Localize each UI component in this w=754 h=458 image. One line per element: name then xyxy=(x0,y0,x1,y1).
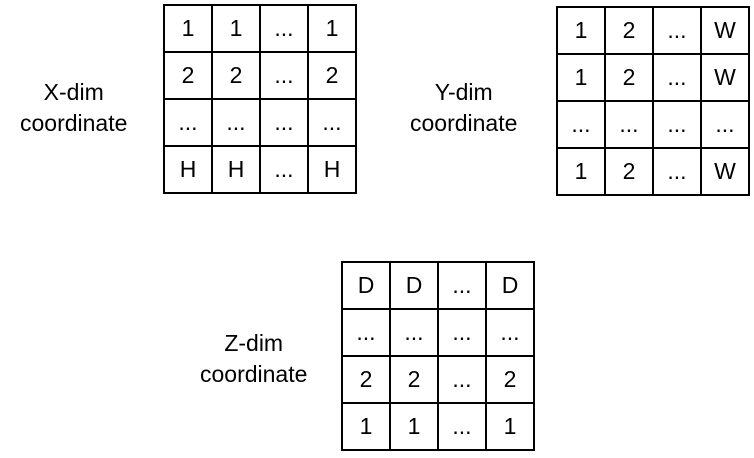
grid-cell: 2 xyxy=(606,8,654,55)
grid-cell: ... xyxy=(606,102,654,149)
grid-cell: ... xyxy=(654,102,702,149)
z-dim-label: Z-dim coordinate xyxy=(200,328,307,390)
grid-cell: W xyxy=(702,8,750,55)
grid-cell: D xyxy=(391,263,439,310)
grid-cell: D xyxy=(487,263,535,310)
grid-cell: 2 xyxy=(343,357,391,404)
grid-cell: ... xyxy=(439,310,487,357)
grid-cell: 2 xyxy=(606,149,654,196)
grid-cell: ... xyxy=(261,6,309,53)
grid-cell: 1 xyxy=(558,149,606,196)
grid-cell: 1 xyxy=(343,404,391,451)
grid-cell: ... xyxy=(343,310,391,357)
grid-cell: W xyxy=(702,55,750,102)
x-dim-label-line1: X-dim xyxy=(43,79,104,105)
grid-cell: 1 xyxy=(309,6,357,53)
grid-cell: ... xyxy=(261,53,309,100)
grid-cell: ... xyxy=(702,102,750,149)
z-dim-label-line2: coordinate xyxy=(200,361,308,387)
grid-cell: ... xyxy=(213,100,261,147)
grid-cell: ... xyxy=(439,263,487,310)
y-dim-label-line1: Y-dim xyxy=(434,79,493,105)
x-dim-label: X-dim coordinate xyxy=(20,77,127,139)
grid-cell: H xyxy=(309,147,357,194)
grid-cell: ... xyxy=(261,147,309,194)
grid-cell: 2 xyxy=(487,357,535,404)
grid-cell: 1 xyxy=(213,6,261,53)
grid-cell: 2 xyxy=(606,55,654,102)
grid-cell: ... xyxy=(654,55,702,102)
grid-cell: 1 xyxy=(165,6,213,53)
grid-cell: D xyxy=(343,263,391,310)
grid-cell: ... xyxy=(261,100,309,147)
grid-cell: W xyxy=(702,149,750,196)
grid-cell: ... xyxy=(439,357,487,404)
z-coordinate-grid: D D ... D ... ... ... ... 2 2 ... 2 1 1 … xyxy=(341,261,535,451)
grid-cell: 2 xyxy=(165,53,213,100)
grid-cell: H xyxy=(165,147,213,194)
grid-cell: ... xyxy=(654,149,702,196)
grid-cell: 1 xyxy=(558,8,606,55)
grid-cell: ... xyxy=(165,100,213,147)
z-dim-label-line1: Z-dim xyxy=(224,330,284,356)
grid-cell: ... xyxy=(309,100,357,147)
y-dim-label-line2: coordinate xyxy=(410,110,518,136)
grid-cell: 1 xyxy=(558,55,606,102)
grid-cell: ... xyxy=(391,310,439,357)
grid-cell: H xyxy=(213,147,261,194)
grid-cell: ... xyxy=(487,310,535,357)
grid-cell: 2 xyxy=(309,53,357,100)
grid-cell: ... xyxy=(558,102,606,149)
grid-cell: 1 xyxy=(391,404,439,451)
grid-cell: 2 xyxy=(391,357,439,404)
grid-cell: ... xyxy=(654,8,702,55)
x-coordinate-grid: 1 1 ... 1 2 2 ... 2 ... ... ... ... H H … xyxy=(163,4,357,194)
grid-cell: ... xyxy=(439,404,487,451)
y-dim-label: Y-dim coordinate xyxy=(410,77,517,139)
x-dim-label-line2: coordinate xyxy=(20,110,128,136)
grid-cell: 2 xyxy=(213,53,261,100)
y-coordinate-grid: 1 2 ... W 1 2 ... W ... ... ... ... 1 2 … xyxy=(556,6,750,196)
grid-cell: 1 xyxy=(487,404,535,451)
